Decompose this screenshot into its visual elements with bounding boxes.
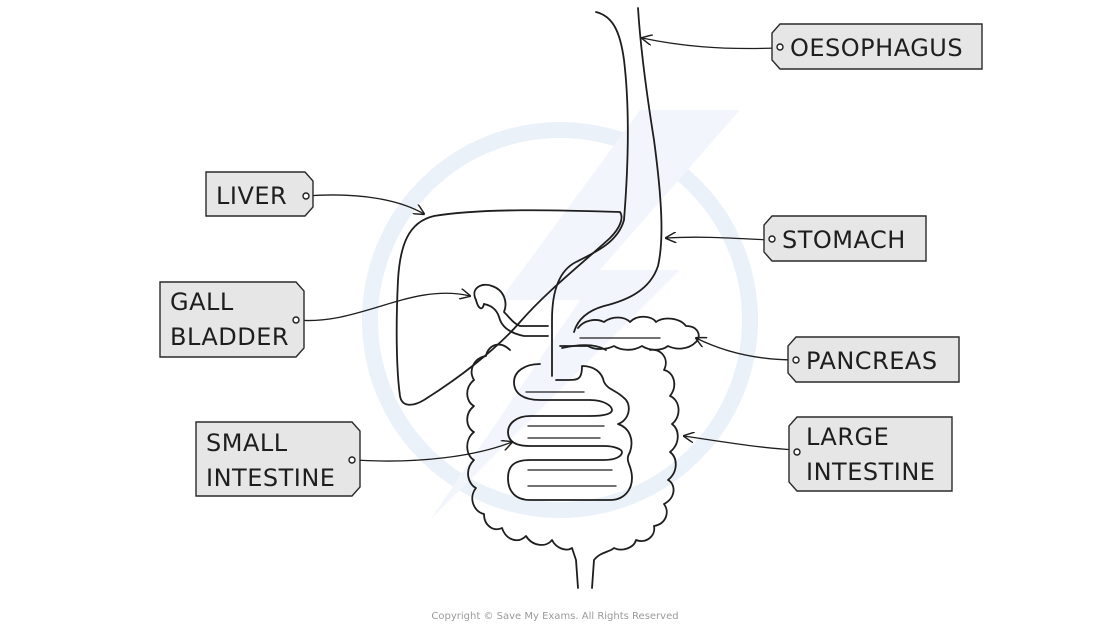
label-pancreas: PANCREAS bbox=[787, 336, 960, 383]
label-oesophagus-text: OESOPHAGUS bbox=[790, 34, 963, 62]
label-liver-text: LIVER bbox=[216, 182, 287, 210]
pancreas-shape bbox=[559, 315, 700, 351]
label-pancreas-text: PANCREAS bbox=[806, 347, 938, 375]
leader-lines bbox=[295, 38, 797, 462]
watermark-logo bbox=[362, 110, 758, 520]
label-small-intestine-text-2: INTESTINE bbox=[206, 464, 335, 492]
large-intestine-shape bbox=[466, 343, 680, 589]
label-large-intestine: LARGE INTESTINE bbox=[788, 416, 953, 492]
label-large-intestine-text-2: INTESTINE bbox=[806, 458, 935, 486]
label-oesophagus: OESOPHAGUS bbox=[771, 23, 983, 70]
gall-bladder-shape bbox=[473, 283, 549, 337]
small-intestine-shape bbox=[507, 363, 633, 501]
label-small-intestine: SMALL INTESTINE bbox=[195, 421, 361, 497]
label-gall-bladder-text-2: BLADDER bbox=[170, 323, 289, 351]
label-liver: LIVER bbox=[205, 171, 314, 217]
label-stomach-text: STOMACH bbox=[782, 226, 906, 254]
label-large-intestine-text-1: LARGE bbox=[806, 423, 889, 451]
label-gall-bladder: GALL BLADDER bbox=[159, 281, 305, 358]
label-gall-bladder-text-1: GALL bbox=[170, 288, 234, 316]
copyright-notice: Copyright © Save My Exams. All Rights Re… bbox=[431, 611, 678, 622]
label-stomach: STOMACH bbox=[763, 215, 927, 262]
label-small-intestine-text-1: SMALL bbox=[206, 429, 288, 457]
liver-shape bbox=[395, 209, 623, 406]
